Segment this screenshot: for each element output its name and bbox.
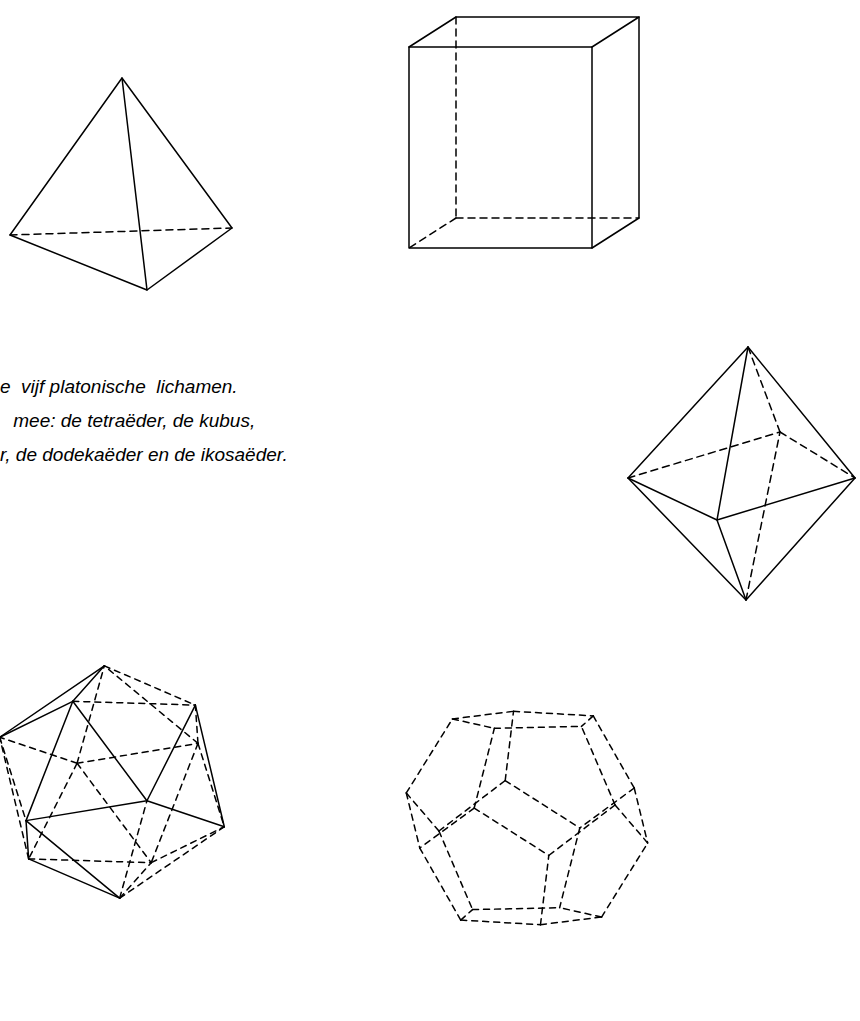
hidden-edge [514, 711, 594, 716]
visible-edge [147, 705, 195, 801]
hidden-edge [0, 737, 26, 820]
hidden-edge [581, 726, 615, 805]
visible-edge [29, 859, 120, 898]
octahedron [628, 347, 855, 600]
hidden-edge [540, 855, 548, 924]
hidden-edge [581, 716, 593, 726]
hidden-edge [29, 859, 152, 863]
hidden-edge [452, 719, 494, 728]
hidden-edge [0, 737, 77, 763]
hidden-edge [560, 908, 602, 917]
hidden-edge [461, 910, 473, 920]
hidden-edge [29, 763, 77, 859]
hidden-edge [505, 781, 580, 828]
hidden-edge [104, 666, 195, 705]
hidden-edge [406, 793, 419, 848]
hidden-edge [549, 805, 615, 855]
hidden-edge [420, 808, 474, 848]
hidden-edge [580, 788, 634, 828]
caption-line: mee: de tetraëder, de kubus, [8, 410, 255, 433]
hidden-edge [120, 863, 152, 898]
hidden-edge [406, 719, 452, 793]
dodecahedron [406, 711, 647, 924]
hidden-edge [406, 793, 439, 831]
hidden-edge [602, 843, 648, 917]
hidden-edge [461, 920, 541, 925]
visible-edge [195, 705, 224, 827]
visible-edge [26, 821, 120, 899]
hidden-edge [120, 801, 147, 898]
visible-edge [0, 666, 104, 737]
visible-edge [26, 701, 73, 820]
hidden-edge [0, 737, 29, 859]
hidden-edge [540, 917, 601, 925]
hidden-edge [151, 743, 198, 862]
hidden-edge [420, 848, 461, 920]
hidden-edge [474, 808, 549, 855]
hidden-edge [505, 711, 513, 780]
hidden-edge [104, 666, 198, 744]
hidden-edge [151, 827, 224, 863]
hidden-edge [439, 781, 505, 831]
hidden-edge [452, 711, 513, 719]
visible-edge [73, 666, 105, 701]
visible-edge [26, 821, 29, 859]
hidden-edge [198, 743, 224, 826]
hidden-edge [120, 827, 225, 898]
hidden-edge [77, 743, 198, 763]
caption-line: e vijf platonische lichamen. [0, 376, 238, 399]
visible-edge [0, 701, 73, 737]
visible-edge [73, 701, 147, 800]
hidden-edge [494, 726, 581, 728]
hidden-edge [615, 805, 648, 843]
tetrahedron [10, 78, 232, 290]
cube [409, 17, 639, 248]
hidden-edge [73, 701, 196, 705]
visible-edge [26, 801, 147, 821]
hidden-edge [473, 908, 560, 910]
hidden-edge [439, 831, 473, 910]
hidden-edge [593, 716, 634, 788]
caption-line: r, de dodekaëder en de ikosaëder. [0, 444, 288, 467]
icosahedron [0, 666, 224, 898]
hidden-edge [474, 728, 494, 808]
hidden-edge [77, 763, 151, 862]
visible-edge [147, 801, 224, 827]
